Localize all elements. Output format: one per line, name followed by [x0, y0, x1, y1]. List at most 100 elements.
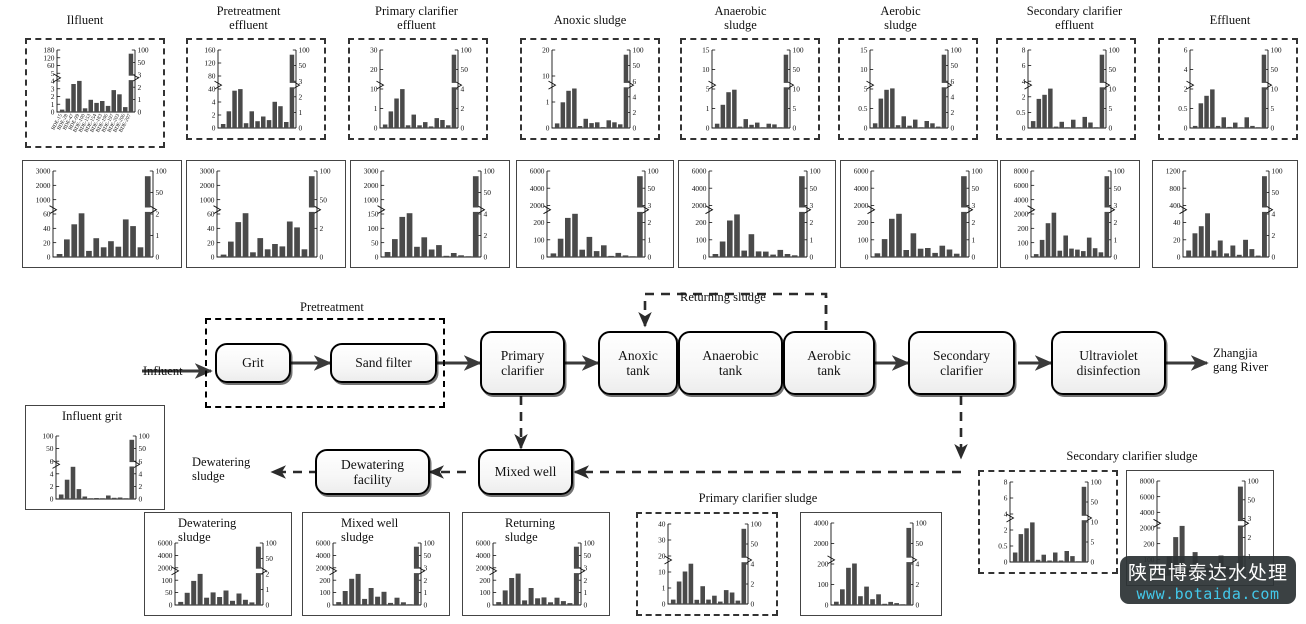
svg-text:5: 5: [51, 69, 55, 78]
svg-text:4000: 4000: [692, 184, 707, 193]
svg-text:0: 0: [951, 124, 955, 133]
svg-text:100: 100: [367, 224, 378, 233]
svg-text:15: 15: [860, 46, 868, 55]
svg-text:2000: 2000: [814, 539, 829, 548]
svg-text:2: 2: [648, 218, 652, 227]
chart-title-aerobic-sludge: Aerobic sludge: [880, 4, 921, 32]
svg-text:0: 0: [1025, 253, 1029, 262]
svg-text:1: 1: [648, 235, 652, 244]
svg-text:1000: 1000: [200, 195, 215, 204]
node-primary-clarifier[interactable]: Primary clarifier: [480, 331, 565, 395]
svg-text:50: 50: [1272, 188, 1280, 197]
svg-text:50: 50: [1109, 65, 1117, 74]
svg-text:3: 3: [51, 84, 55, 93]
svg-text:2000: 2000: [316, 563, 331, 572]
svg-text:8: 8: [1022, 46, 1026, 55]
svg-text:5: 5: [706, 85, 710, 94]
svg-text:100: 100: [1109, 46, 1120, 55]
svg-text:2000: 2000: [364, 181, 379, 190]
svg-text:100: 100: [584, 539, 595, 548]
svg-text:100: 100: [533, 235, 544, 244]
svg-text:2: 2: [916, 580, 920, 589]
node-sand-filter[interactable]: Sand filter: [330, 343, 437, 383]
svg-text:4000: 4000: [158, 551, 173, 560]
svg-text:50: 50: [461, 65, 469, 74]
svg-text:2: 2: [139, 482, 143, 491]
svg-text:2000: 2000: [1140, 524, 1155, 533]
svg-text:0: 0: [546, 124, 550, 133]
node-mixed-well[interactable]: Mixed well: [478, 449, 573, 495]
svg-text:20: 20: [1173, 235, 1181, 244]
svg-text:800: 800: [1169, 184, 1180, 193]
svg-text:2: 2: [751, 580, 755, 589]
node-anaerobic-tank[interactable]: Anaerobic tank: [678, 331, 783, 395]
svg-text:4: 4: [50, 469, 54, 478]
watermark-url: www.botaida.com: [1136, 584, 1280, 603]
section-title-secondary-clarifier-sludge: Secondary clarifier sludge: [1066, 449, 1198, 463]
svg-text:6000: 6000: [692, 167, 707, 176]
svg-text:0: 0: [1091, 558, 1095, 567]
node-anoxic-tank[interactable]: Anoxic tank: [598, 331, 678, 395]
svg-text:10: 10: [702, 65, 710, 74]
flow-label-dewatering-sludge: Dewatering sludge: [192, 455, 251, 483]
svg-text:2000: 2000: [692, 201, 707, 210]
svg-text:2: 2: [266, 570, 270, 579]
svg-text:3: 3: [1248, 514, 1252, 523]
svg-text:10: 10: [1271, 85, 1279, 94]
chart-title-influent: Ilfluent: [66, 13, 104, 27]
svg-text:6: 6: [50, 457, 54, 466]
node-dewatering-facility[interactable]: Dewatering facility: [315, 449, 430, 495]
node-grit[interactable]: Grit: [215, 343, 291, 383]
svg-text:0.5: 0.5: [1178, 104, 1188, 113]
svg-text:50: 50: [266, 554, 274, 563]
svg-text:50: 50: [648, 184, 656, 193]
svg-text:1: 1: [156, 231, 160, 240]
svg-text:0: 0: [484, 253, 488, 262]
svg-text:6: 6: [1004, 494, 1008, 503]
svg-text:0: 0: [1272, 253, 1276, 262]
node-secondary-clarifier[interactable]: Secondary clarifier: [908, 331, 1015, 395]
svg-text:1: 1: [51, 100, 55, 109]
svg-text:0: 0: [1022, 124, 1026, 133]
svg-text:40: 40: [207, 224, 215, 233]
svg-text:5: 5: [793, 104, 797, 113]
svg-text:3000: 3000: [364, 167, 379, 176]
svg-text:4: 4: [51, 77, 55, 86]
svg-text:0: 0: [1114, 253, 1118, 262]
svg-text:200: 200: [1143, 539, 1154, 548]
svg-text:0: 0: [47, 253, 51, 262]
svg-text:2: 2: [299, 92, 303, 101]
svg-text:4: 4: [1004, 510, 1008, 519]
svg-text:2: 2: [51, 92, 55, 101]
svg-text:100: 100: [461, 46, 472, 55]
svg-text:3000: 3000: [36, 167, 51, 176]
svg-text:0: 0: [825, 601, 829, 610]
node-uv-disinfection[interactable]: Ultraviolet disinfection: [1051, 331, 1166, 395]
node-aerobic-tank[interactable]: Aerobic tank: [783, 331, 875, 395]
svg-text:1: 1: [662, 584, 666, 593]
svg-text:60: 60: [47, 61, 55, 70]
